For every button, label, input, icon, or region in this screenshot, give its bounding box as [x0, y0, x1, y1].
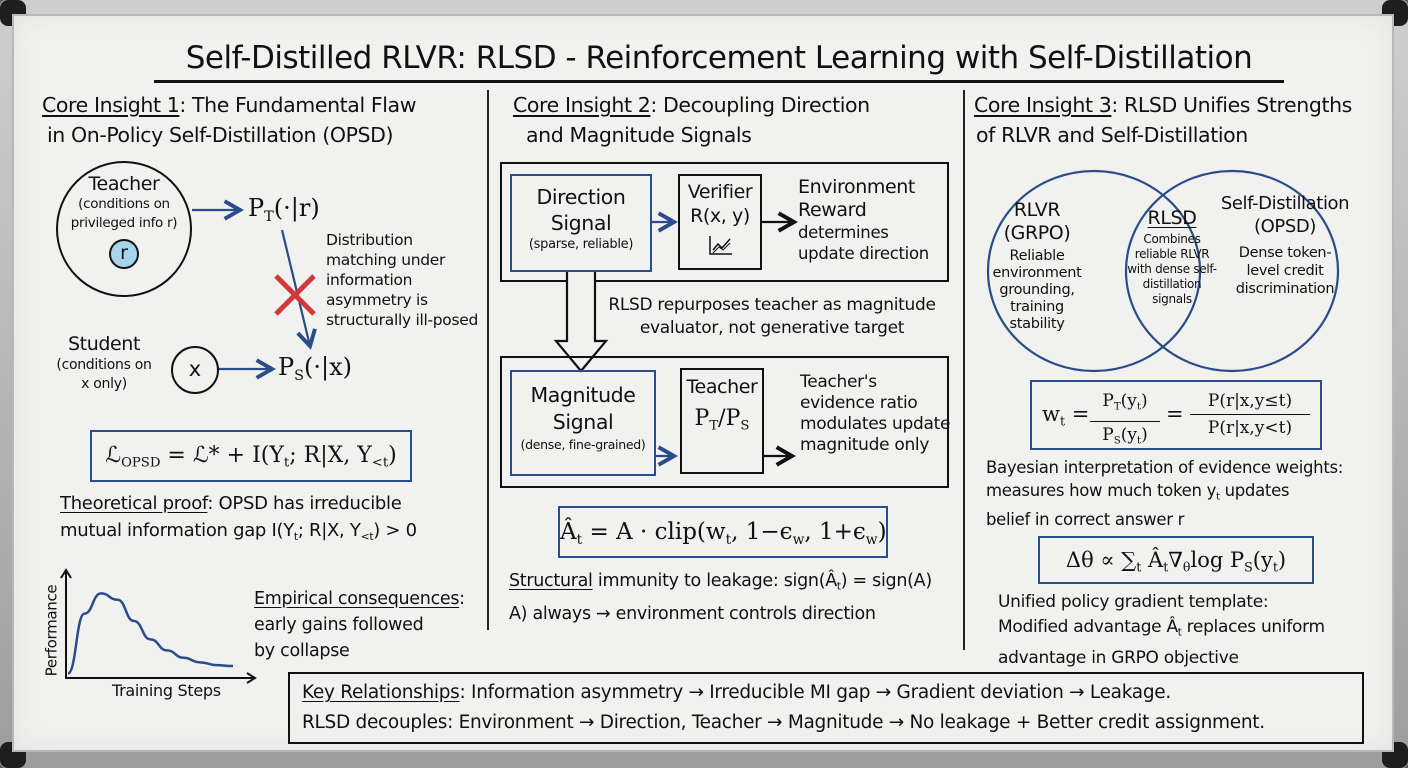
- student-distribution: PS(·|x): [278, 353, 352, 385]
- performance-curve: [66, 592, 234, 675]
- advantage-formula: Ât = A · clip(wt, 1−ϵw, 1+ϵw): [558, 506, 888, 558]
- weight-fraction-1: PT(yt) PS(yt): [1090, 388, 1160, 454]
- student-label-group: Student (conditions on x only): [44, 332, 164, 394]
- venn-diagram: [986, 169, 1340, 373]
- weight-fraction-2: P(r|x,y≤t) P(r|x,y<t): [1190, 388, 1310, 441]
- magnitude-signal-box: Magnitude Signal (dense, fine-grained): [510, 370, 656, 476]
- environment-reward-note: Environment Reward determines update dir…: [798, 176, 929, 263]
- insight1-heading: Core Insight 1: The Fundamental Flaw: [42, 91, 416, 120]
- evidence-weight-formula: wt = PT(yt) PS(yt) = P(r|x,y≤t) P(r|x,y<…: [1030, 380, 1322, 450]
- chart-x-label: Training Steps: [112, 681, 221, 700]
- cross-icon: [274, 274, 316, 316]
- insight3-heading: Core Insight 3: RLSD Unifies Strengths: [974, 93, 1352, 117]
- insight1-heading-line1: : The Fundamental Flaw: [179, 93, 417, 117]
- theoretical-proof: Theoretical proof: OPSD has irreducible …: [60, 493, 417, 543]
- chart-axes: [65, 572, 253, 679]
- page-title: Self-Distilled RLVR: RLSD - Reinforcemen…: [154, 40, 1284, 83]
- whiteboard: Self-Distilled RLVR: RLSD - Reinforcemen…: [12, 14, 1394, 752]
- teacher-distribution: PT(·|r): [248, 194, 320, 226]
- repurpose-note: RLSD repurposes teacher as magnitude eva…: [608, 295, 936, 338]
- distribution-matching-note: Distribution matching under information …: [326, 231, 479, 329]
- venn-right-label: Self-Distillation (OPSD) Dense token- le…: [1220, 193, 1350, 297]
- teacher-node: Teacher (conditions on privileged info r…: [56, 161, 192, 297]
- x-axis-arrowhead: [246, 672, 257, 684]
- verifier-box: Verifier R(x, y): [678, 174, 762, 270]
- student-sub: (conditions on: [56, 357, 152, 373]
- venn-center-label: RLSD Combines reliable RLVR with dense s…: [1127, 207, 1217, 306]
- unified-template-note: Unified policy gradient template: Modifi…: [998, 592, 1325, 668]
- teacher-sub: (conditions on: [78, 196, 170, 212]
- distribution-matching-arrow: [280, 229, 317, 350]
- student-sub: x only): [81, 376, 127, 392]
- teacher-sub: privileged info r): [70, 215, 178, 231]
- performance-chart: [60, 568, 257, 684]
- direction-panel: [500, 162, 949, 282]
- teacher-ratio: PT/PS: [694, 406, 750, 434]
- insight2-arrows: [553, 211, 798, 467]
- insight2-heading-line2: and Magnitude Signals: [526, 123, 752, 147]
- y-axis-arrowhead: [60, 568, 72, 579]
- teacher-evidence-note: Teacher's evidence ratio modulates updat…: [800, 372, 951, 455]
- student-label: Student: [68, 333, 140, 355]
- privileged-info-node: r: [109, 239, 139, 269]
- insight3-heading-line2: of RLVR and Self-Distillation: [976, 123, 1248, 147]
- structural-immunity: Structural immunity to leakage: sign(Ât)…: [509, 571, 932, 624]
- venn-left-label: RLVR (GRPO) Reliable environment groundi…: [992, 199, 1082, 332]
- opsd-loss-formula: ℒOPSD = ℒ* + I(Yt; R|X, Y<t): [90, 430, 412, 482]
- venn-circle-rlvr: [986, 169, 1202, 373]
- column-divider: [487, 90, 489, 630]
- policy-gradient-formula: Δθ ∝ ∑t Ât∇θlog PS(yt): [1038, 536, 1314, 584]
- key-relationships-line2: RLSD decouples: Environment → Direction,…: [302, 712, 1265, 733]
- key-relationships-line1: Key Relationships: Information asymmetry…: [302, 682, 1171, 703]
- student-input-node: x: [171, 346, 219, 394]
- magnitude-panel: [500, 356, 949, 488]
- teacher-ratio-box: Teacher PT/PS: [680, 368, 764, 474]
- direction-signal-box: Direction Signal (sparse, reliable): [510, 174, 652, 272]
- chart-trend-icon: [709, 236, 732, 255]
- insight1-heading-line2: in On-Policy Self-Distillation (OPSD): [47, 123, 394, 147]
- teacher-label: Teacher: [88, 173, 160, 195]
- column-divider: [963, 90, 965, 650]
- venn-circle-self-distillation: [1124, 169, 1340, 373]
- insight1-arrows: [192, 199, 317, 380]
- insight2-heading: Core Insight 2: Decoupling Direction: [513, 93, 870, 117]
- insight1-heading-prefix: Core Insight 1: [42, 93, 180, 117]
- key-relationships-box: Key Relationships: Information asymmetry…: [288, 672, 1364, 744]
- bayesian-interpretation: Bayesian interpretation of evidence weig…: [986, 458, 1344, 530]
- empirical-consequences: Empirical consequences: early gains foll…: [254, 589, 465, 661]
